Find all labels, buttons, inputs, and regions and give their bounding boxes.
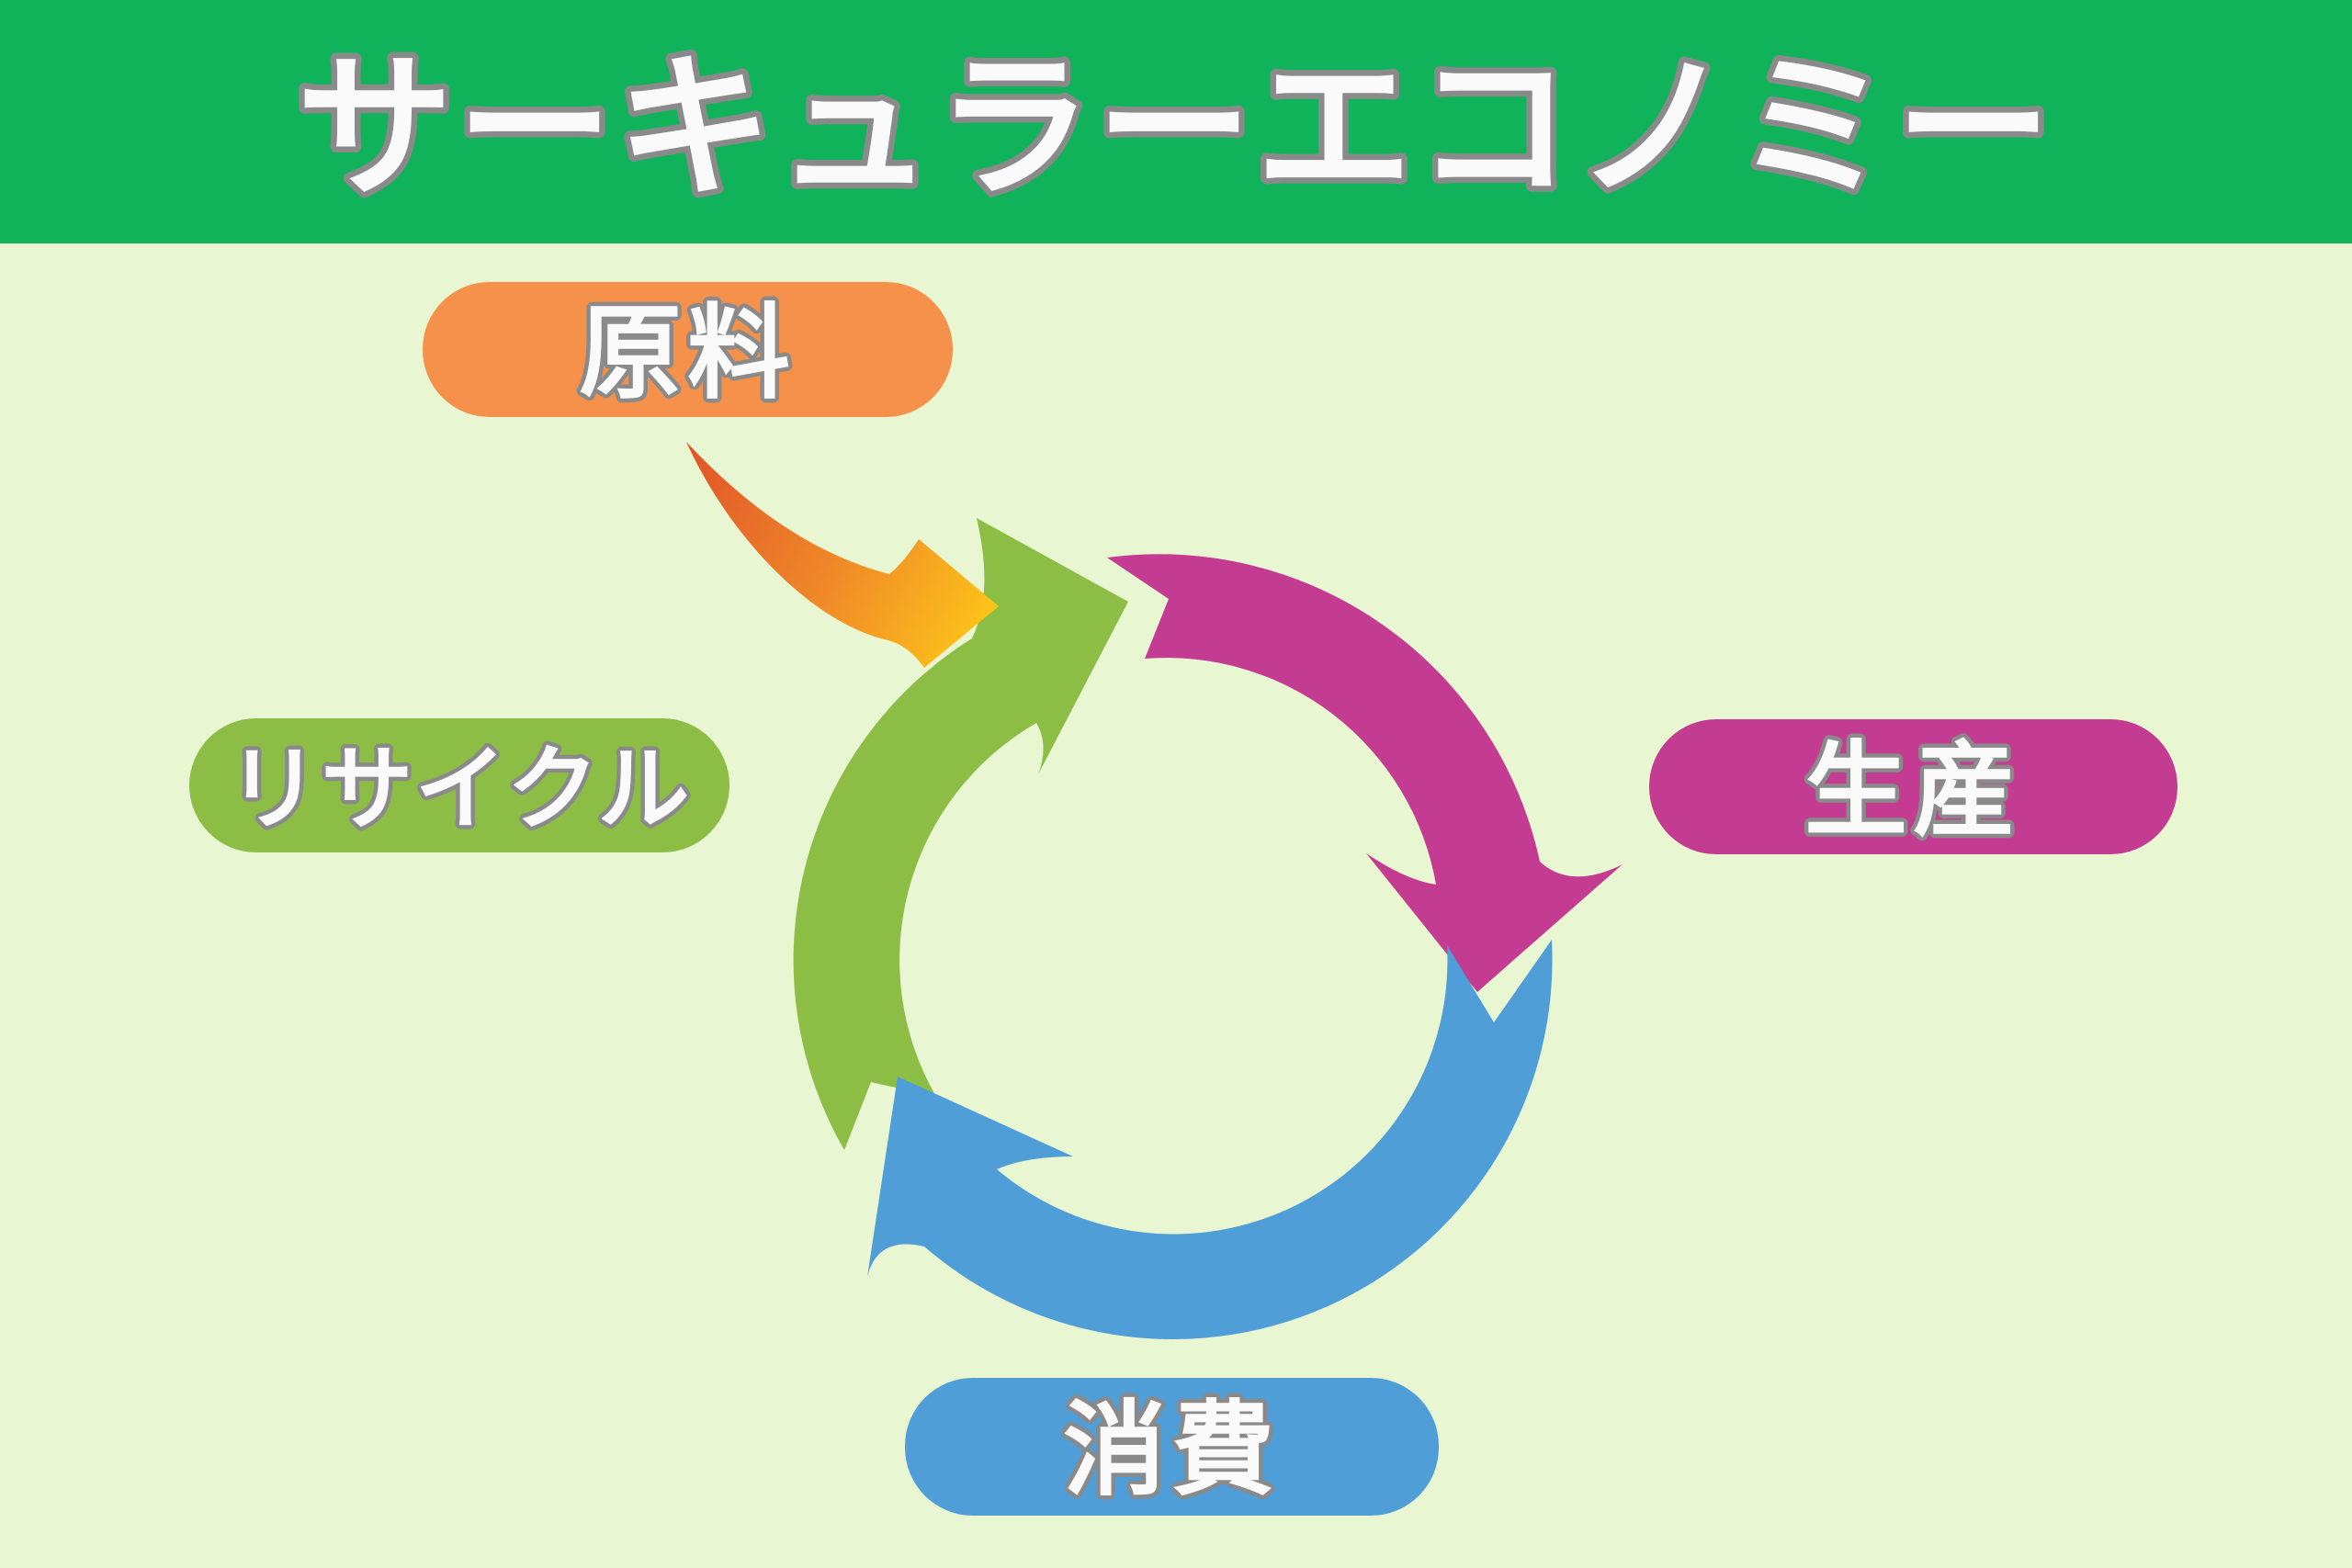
raw-material-label: 原料: [579, 294, 796, 413]
consumption-pill-bg: [905, 1378, 1439, 1516]
recycle-pill-bg: [189, 718, 729, 852]
production-label: 生産: [1804, 731, 2021, 851]
production-pill: 生産: [1649, 719, 2177, 855]
consumption-label: 消費: [1063, 1391, 1280, 1510]
page-title: サーキュラーエコノミー: [297, 38, 2055, 220]
recycle-arrow: [793, 518, 1128, 1150]
title-svg: サーキュラーエコノミー: [290, 32, 2057, 226]
raw-material-feed-arrow: [686, 442, 999, 668]
recycle-pill: リサイクル: [189, 718, 729, 852]
header-banner: サーキュラーエコノミー: [0, 0, 2352, 243]
production-arrow: [1107, 554, 1623, 992]
raw-material-pill: 原料: [423, 282, 953, 418]
production-pill-bg: [1649, 719, 2177, 854]
consumption-pill: 消費: [905, 1378, 1439, 1516]
recycle-label: リサイクル: [228, 736, 692, 843]
consumption-arrow: [867, 940, 1553, 1339]
raw-material-pill-bg: [423, 282, 953, 417]
